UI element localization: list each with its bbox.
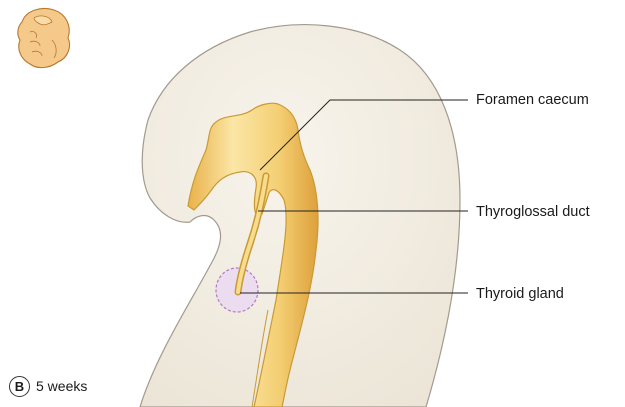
stage-label: 5 weeks bbox=[36, 378, 87, 394]
thyroglossal-duct-label: Thyroglossal duct bbox=[476, 204, 590, 220]
embryo-orientation-icon bbox=[18, 9, 70, 68]
panel-letter-badge: B bbox=[9, 376, 30, 397]
thyroid-gland-label: Thyroid gland bbox=[476, 286, 564, 302]
foramen-caecum-label: Foramen caecum bbox=[476, 92, 589, 108]
